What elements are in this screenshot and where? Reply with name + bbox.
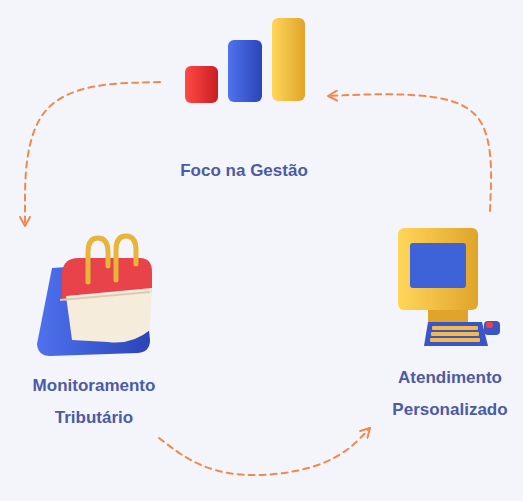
cycle-arrow — [25, 82, 160, 226]
cycle-step: Atendimento Personalizado — [380, 215, 520, 426]
yellow-bar — [272, 18, 305, 101]
calendar-ring — [88, 238, 108, 282]
mouse-button — [486, 322, 493, 328]
calendar-ring — [116, 236, 136, 280]
step-label: Atendimento Personalizado — [380, 362, 520, 426]
screen — [410, 243, 466, 288]
cycle-arrow — [159, 428, 370, 475]
cycle-step: Monitoramento Tributário — [19, 232, 169, 434]
keyboard-keys — [430, 326, 480, 342]
step-label: Foco na Gestão — [164, 155, 324, 187]
cycle-arrow — [328, 94, 491, 211]
mouse — [484, 321, 500, 335]
computer-icon — [398, 228, 500, 346]
cycle-step: Foco na Gestão — [164, 12, 324, 187]
step-label: Monitoramento Tributário — [19, 370, 169, 434]
monitor-base — [428, 310, 468, 322]
red-bar — [185, 66, 218, 103]
calendar-icon — [37, 236, 152, 356]
bar-chart-icon — [185, 18, 305, 103]
blue-bar — [228, 40, 262, 102]
page-edge — [60, 292, 150, 300]
keyboard — [424, 322, 488, 346]
monitor — [398, 228, 478, 310]
